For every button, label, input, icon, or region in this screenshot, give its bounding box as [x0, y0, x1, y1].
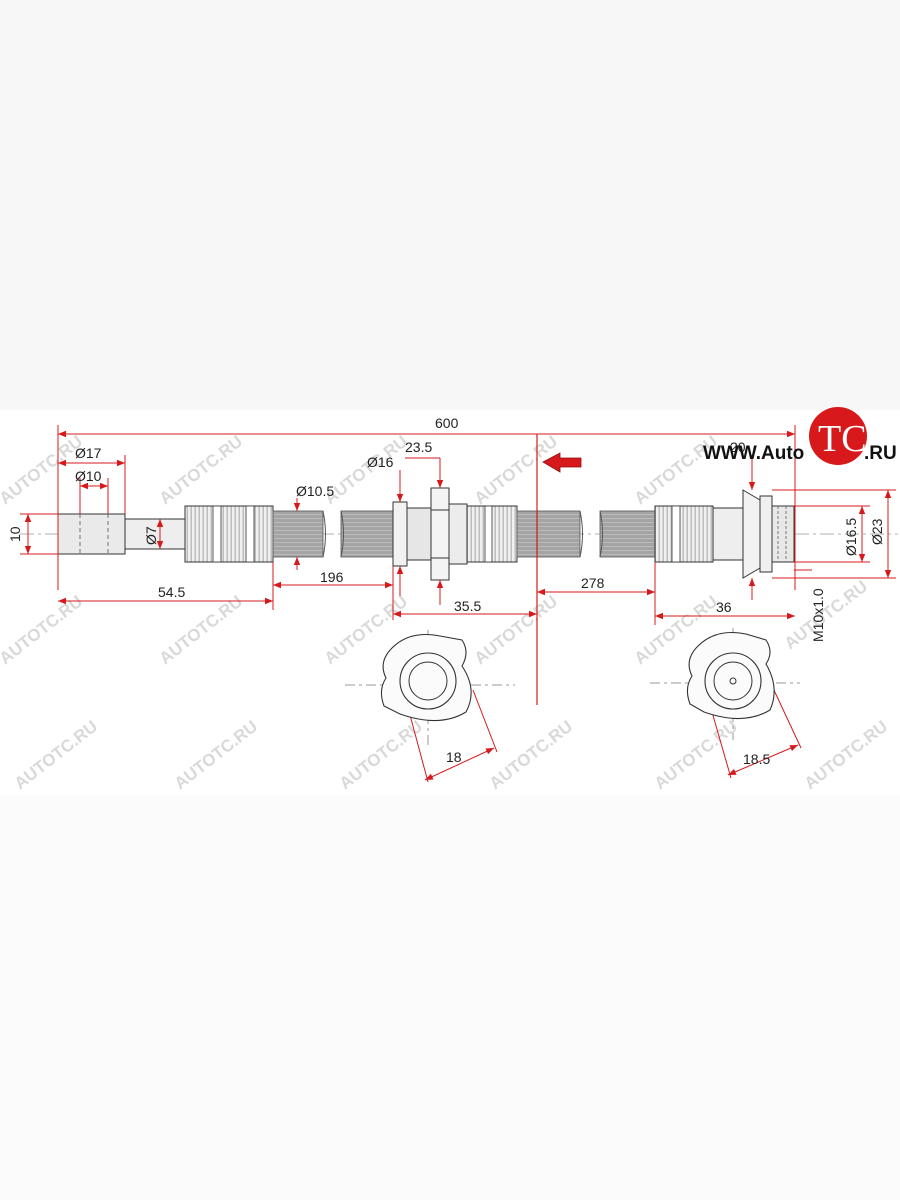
crimp-band — [484, 505, 493, 563]
dim-label-d7: Ø7 — [143, 526, 159, 545]
right-threaded-end — [771, 505, 795, 563]
right-fitting-body — [712, 507, 744, 561]
dimension-lines — [20, 425, 896, 783]
left-end-fitting — [57, 513, 126, 555]
dim-label-d23: Ø23 — [869, 518, 885, 545]
left-crimp-fitting — [184, 505, 274, 563]
site-logo: TC WWW.Auto .RU — [703, 407, 897, 465]
extension-line — [772, 687, 802, 749]
hose-assembly — [57, 487, 795, 581]
watermark: AUTOTC.RU — [336, 717, 426, 793]
logo-circle — [809, 407, 867, 465]
break-mark — [340, 510, 344, 558]
dimension-labels: 600 Ø17 Ø10 10 Ø7 54.5 Ø10.5 196 Ø16 23.… — [7, 415, 885, 767]
break-mark — [579, 510, 583, 558]
dim-label-right-section: 18.5 — [743, 751, 770, 767]
blank-area-top — [0, 0, 900, 410]
crimp-band — [671, 505, 681, 563]
right-section-bore — [729, 677, 737, 685]
left-section-outer-ring — [399, 652, 457, 710]
dim-label-middle: 35.5 — [454, 598, 481, 614]
right-crimp-fitting — [654, 505, 714, 563]
watermark: AUTOTC.RU — [471, 432, 561, 508]
watermark: AUTOTC.RU — [471, 592, 561, 668]
watermark: AUTOTC.RU — [171, 717, 261, 793]
watermark: AUTOTC.RU — [486, 717, 576, 793]
left-section-outline — [380, 633, 472, 722]
watermark: AUTOTC.RU — [651, 717, 741, 793]
hose-segment — [516, 510, 581, 558]
dim-label-hose-1: 196 — [320, 569, 344, 585]
dim-18-5 — [727, 744, 799, 776]
extension-line — [472, 689, 498, 753]
bracket-washer — [392, 501, 408, 567]
dim-label-bracket-diam: Ø16 — [367, 454, 394, 470]
watermark: AUTOTC.RU — [321, 432, 411, 508]
watermarks: AUTOTC.RU AUTOTC.RU AUTOTC.RU AUTOTC.RU … — [0, 432, 891, 793]
dim-label-d17: Ø17 — [75, 445, 102, 461]
crimp-band — [245, 505, 255, 563]
dim-label-overall: 600 — [435, 415, 459, 431]
dim-label-hose-2: 278 — [581, 575, 605, 591]
dim-label-hose-diam: Ø10.5 — [296, 483, 334, 499]
blank-area-bottom — [0, 795, 900, 1200]
break-mark — [322, 510, 326, 558]
site-url-suffix: .RU — [864, 443, 897, 464]
break-mark — [599, 510, 603, 558]
dim-label-left-section: 18 — [446, 749, 462, 765]
hose-segment — [340, 510, 394, 558]
dim-label-d10: Ø10 — [75, 468, 102, 484]
right-hex-nut — [742, 489, 761, 579]
dim-label-right-fitting: 36 — [716, 599, 732, 615]
dim-label-d16-5: Ø16.5 — [843, 518, 859, 556]
hose-segment — [272, 510, 324, 558]
dim-label-left-fitting: 54.5 — [158, 584, 185, 600]
section-view-left — [345, 630, 515, 745]
extension-line — [711, 711, 732, 779]
section-view-right — [650, 628, 800, 740]
right-section-outline — [686, 631, 775, 720]
right-section-inner-ring — [713, 661, 753, 701]
hose-segment — [599, 510, 656, 558]
site-url-prefix: WWW.Auto — [703, 443, 804, 464]
dim-label-bracket-width: 23.5 — [405, 439, 432, 455]
bracket-hex-nut — [430, 487, 450, 581]
left-section-inner-ring — [408, 661, 448, 701]
watermark: AUTOTC.RU — [801, 717, 891, 793]
watermark: AUTOTC.RU — [11, 717, 101, 793]
bracket-collar — [448, 503, 468, 565]
right-section-outer-ring — [704, 652, 762, 710]
right-flange — [759, 495, 773, 573]
watermark: AUTOTC.RU — [156, 592, 246, 668]
dim-label-thread: M10x1.0 — [810, 588, 826, 642]
watermark: AUTOTC.RU — [0, 432, 86, 508]
steel-tube — [124, 518, 186, 550]
dim-label-hidden: 20 — [730, 439, 746, 455]
flow-direction-arrow-icon — [542, 452, 582, 473]
watermark: AUTOTC.RU — [0, 592, 86, 668]
bracket-body — [406, 507, 432, 561]
watermark: AUTOTC.RU — [156, 432, 246, 508]
dim-18 — [424, 747, 495, 781]
dim-label-height: 10 — [7, 526, 23, 542]
logo-letters: TC — [818, 418, 867, 460]
extension-line — [409, 714, 429, 783]
crimp-band — [212, 505, 222, 563]
